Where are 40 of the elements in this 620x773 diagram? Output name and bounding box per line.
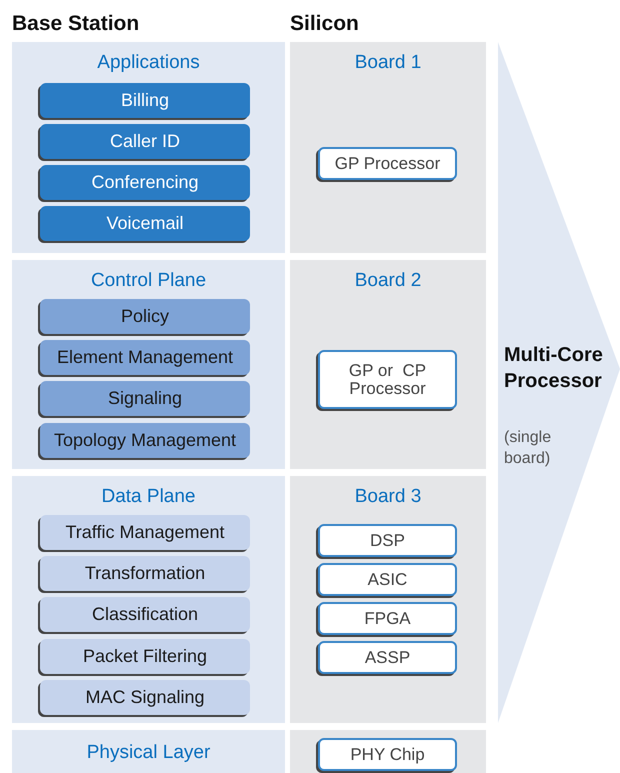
chip-box: PHY Chip (318, 738, 457, 771)
panel-title: Data Plane (100, 486, 196, 508)
layer-panel (12, 42, 285, 253)
data-function-box: Classification (40, 597, 250, 632)
control-function-box: Policy (40, 299, 250, 334)
application-box: Caller ID (40, 124, 250, 159)
board-panel (290, 730, 486, 773)
board-panel (290, 42, 486, 253)
data-function-box: Traffic Management (40, 515, 250, 550)
chevron-banner (498, 42, 620, 723)
column-heading: Base Station (12, 12, 140, 36)
board-panel (290, 476, 486, 723)
panel-title: Control Plane (90, 270, 208, 292)
panel-title: Board 2 (354, 270, 422, 292)
board-panel (290, 260, 486, 469)
data-function-box: MAC Signaling (40, 680, 250, 715)
control-function-box: Signaling (40, 381, 250, 416)
panel-title: Physical Layer (86, 742, 212, 764)
layer-panel (12, 730, 285, 773)
panel-title: Applications (96, 52, 201, 74)
data-function-box: Packet Filtering (40, 639, 250, 674)
application-box: Voicemail (40, 206, 250, 241)
chip-box: ASIC (318, 563, 457, 596)
layer-panel (12, 260, 285, 469)
chip-box: FPGA (318, 602, 457, 635)
chip-box: ASSP (318, 641, 457, 674)
control-function-box: Element Management (40, 340, 250, 375)
chip-box: GP Processor (318, 147, 457, 180)
application-box: Billing (40, 83, 250, 118)
control-function-box: Topology Management (40, 423, 250, 458)
panel-title: Board 1 (354, 52, 422, 74)
banner-note: (single board) (504, 428, 552, 469)
chip-box: GP or CP Processor (318, 350, 457, 409)
data-function-box: Transformation (40, 556, 250, 591)
layer-panel (12, 476, 285, 723)
chip-box: DSP (318, 524, 457, 557)
column-heading: Silicon (290, 12, 359, 36)
banner-title: Multi-Core Processor (504, 343, 604, 394)
panel-title: Board 3 (354, 486, 422, 508)
application-box: Conferencing (40, 165, 250, 200)
